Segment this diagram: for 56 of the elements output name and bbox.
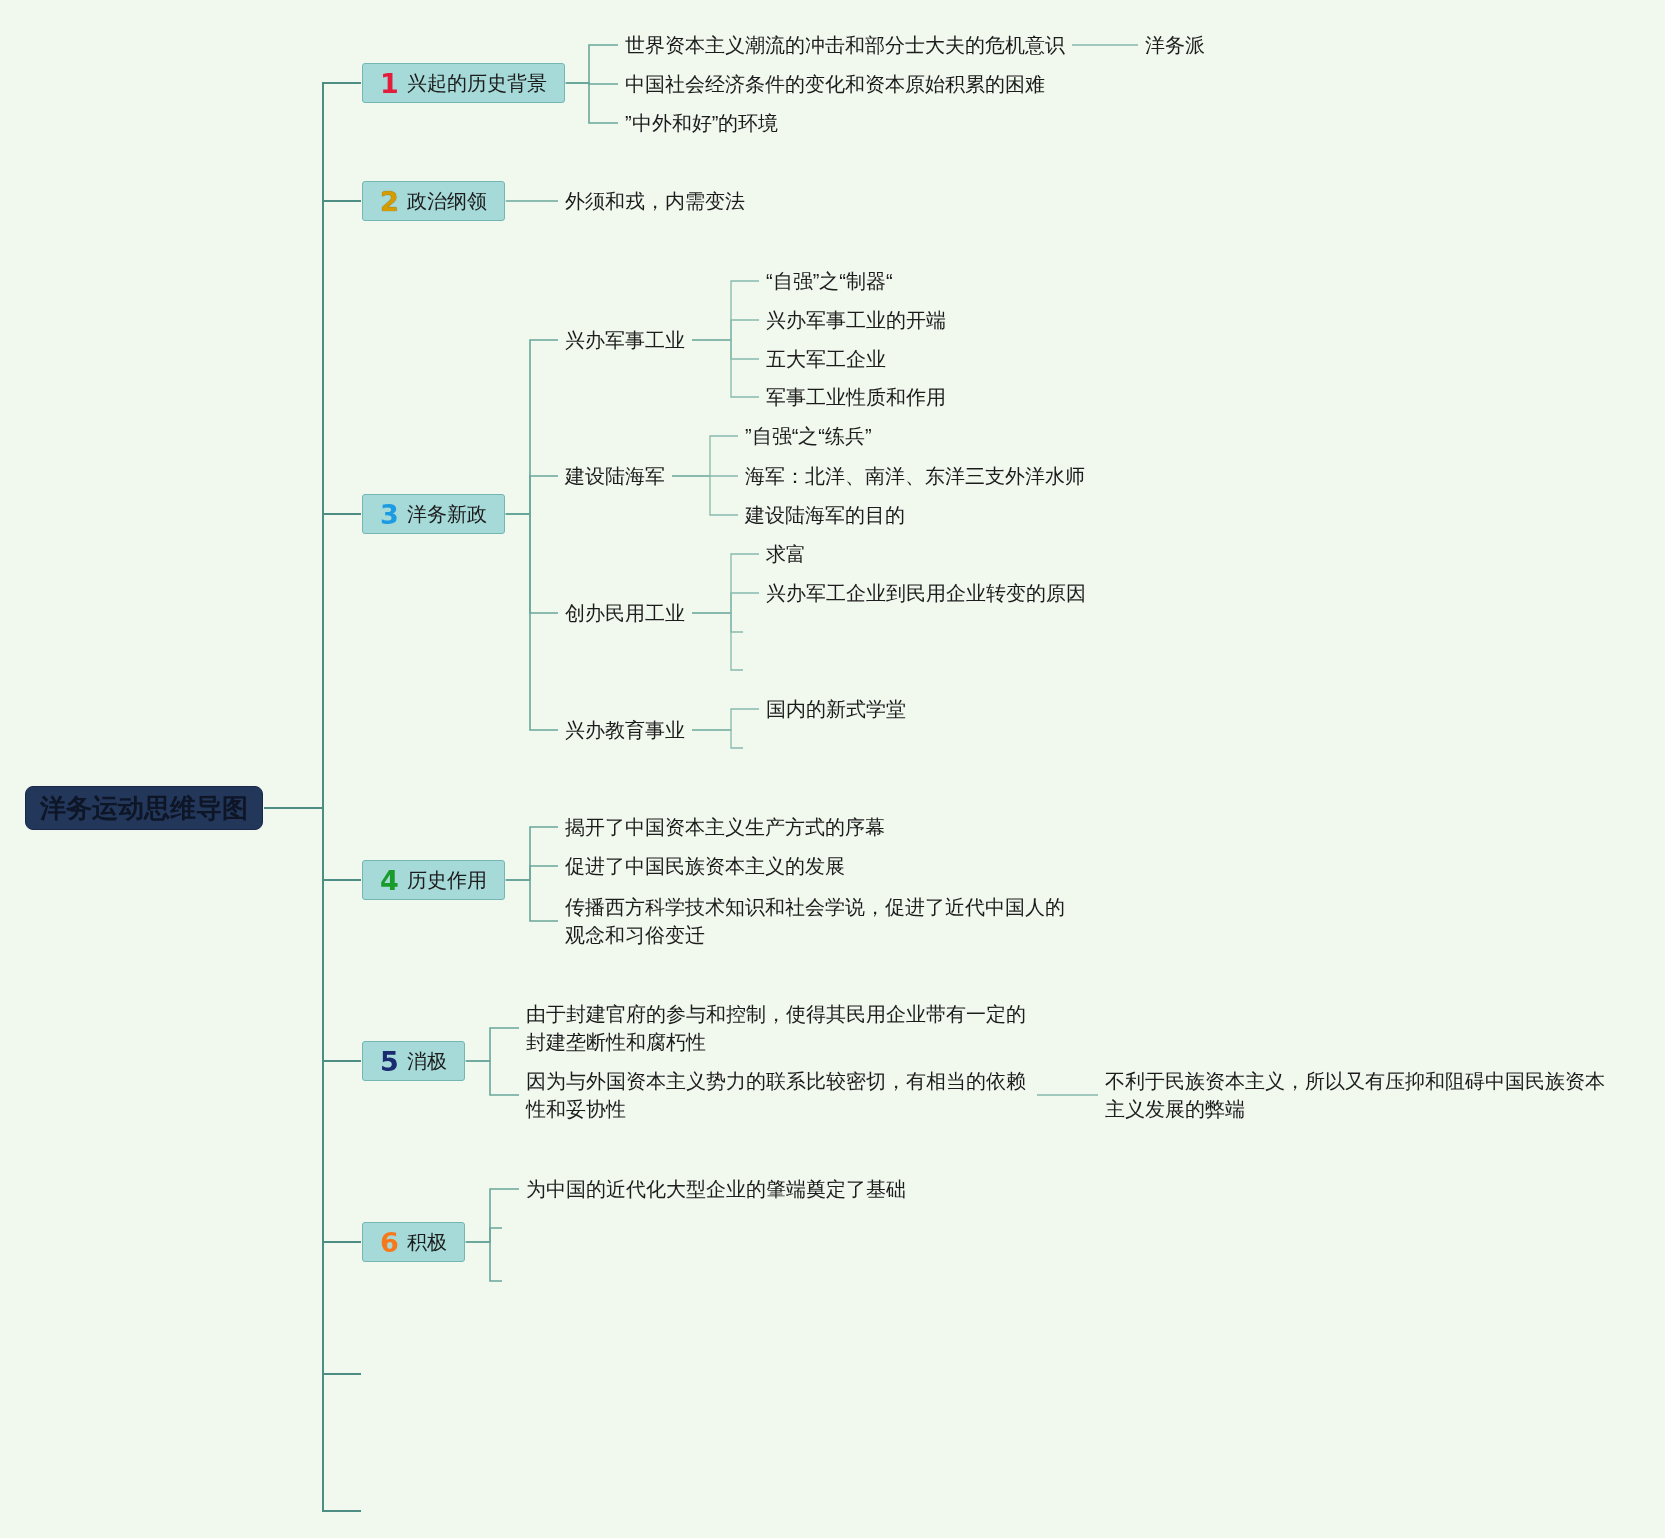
branch-line [691, 339, 760, 398]
subtopic-text: 由于封建官府的参与和控制，使得其民用企业带有一定的封建垄断性和腐朽性 [520, 1000, 1036, 1056]
subtopic-text: 为中国的近代化大型企业的肇端奠定了基础 [520, 1178, 912, 1200]
number-marker: 2 [380, 187, 399, 215]
topic-box [362, 63, 565, 103]
topic-box [362, 181, 505, 221]
topic-title: 历史作用 [406, 868, 487, 893]
topic-box [362, 494, 505, 534]
subtopic-text: 兴办军工企业到民用企业转变的原因 [760, 582, 1092, 604]
topic-title: 兴起的历史背景 [406, 71, 547, 96]
subtopic-text: 兴办军事工业 [559, 329, 691, 351]
subtopic-text: 传播西方科学技术知识和社会学说，促进了近代中国人的观念和习俗变迁 [559, 893, 1075, 949]
subtopic-text: 外须和戎，内需变法 [559, 190, 751, 212]
branch-line [505, 200, 559, 202]
subtopic-text: 因为与外国资本主义势力的联系比较密切，有相当的依赖性和妥协性 [520, 1067, 1036, 1123]
branch-line [465, 1060, 520, 1096]
topic-box [362, 860, 505, 900]
topic-title: 积极 [406, 1230, 447, 1255]
branch-line [505, 513, 559, 731]
branch-line [1036, 1094, 1099, 1096]
number-marker: 3 [380, 500, 399, 528]
branch-line [565, 82, 619, 124]
subtopic-text: 创办民用工业 [559, 602, 691, 624]
topic-box [362, 1041, 465, 1081]
subtopic-text: 建设陆海军的目的 [739, 504, 911, 526]
topic-title: 洋务新政 [406, 502, 487, 527]
subtopic-text: 世界资本主义潮流的冲击和部分士大夫的危机意识 [619, 34, 1071, 56]
subtopic-text: 兴办军事工业的开端 [760, 309, 952, 331]
topic-box [362, 1222, 465, 1262]
topic-title: 消极 [406, 1049, 447, 1074]
number-marker: 6 [380, 1228, 399, 1256]
number-marker: 4 [380, 866, 399, 894]
subtopic-text: 促进了中国民族资本主义的发展 [559, 855, 851, 877]
branch-line [1071, 44, 1139, 46]
subtopic-text: 中国社会经济条件的变化和资本原始积累的困难 [619, 73, 1051, 95]
branch-line [465, 1241, 503, 1282]
subtopic-text: 不利于民族资本主义，所以又有压抑和阻碍中国民族资本主义发展的弊端 [1099, 1067, 1615, 1123]
subtopic-text: 军事工业性质和作用 [760, 386, 952, 408]
subtopic-text: 建设陆海军 [559, 465, 671, 487]
number-marker: 1 [380, 69, 399, 97]
topic-title: 政治纲领 [406, 189, 487, 214]
subtopic-text: 求富 [760, 543, 812, 565]
subtopic-text: 海军：北洋、南洋、东洋三支外洋水师 [739, 465, 1091, 487]
branch-line [671, 475, 739, 516]
subtopic-text: 国内的新式学堂 [760, 698, 912, 720]
subtopic-text: ”自强“之“练兵” [739, 425, 878, 447]
subtopic-text: 五大军工企业 [760, 348, 892, 370]
subtopic-text: 兴办教育事业 [559, 719, 691, 741]
number-marker: 5 [380, 1047, 399, 1075]
branch-line [691, 612, 744, 671]
branch-line [691, 729, 744, 749]
subtopic-text: 洋务派 [1139, 34, 1211, 56]
branch-line [505, 879, 559, 922]
subtopic-text: ”中外和好”的环境 [619, 112, 785, 134]
subtopic-text: 揭开了中国资本主义生产方式的序幕 [559, 816, 891, 838]
subtopic-text: “自强”之“制器“ [760, 270, 899, 292]
